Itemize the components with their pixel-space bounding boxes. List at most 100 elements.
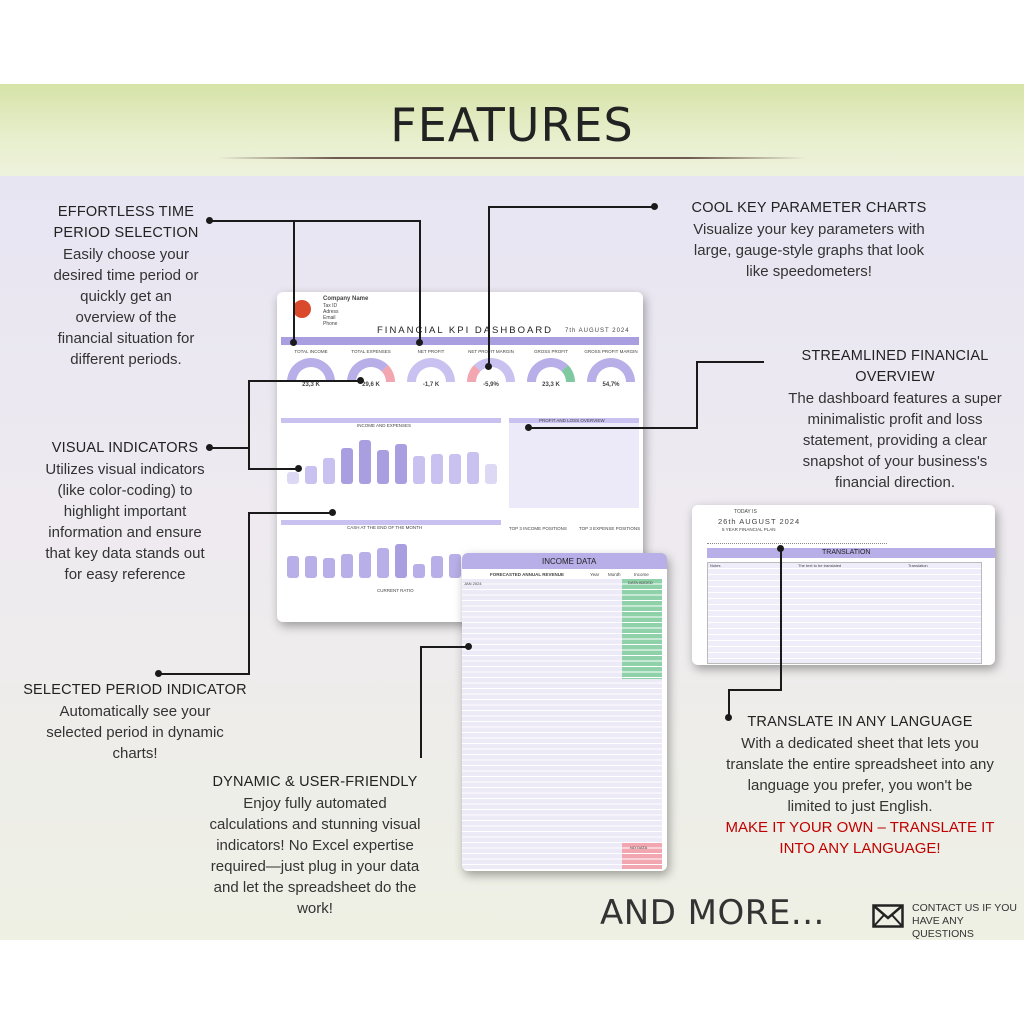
company-address: Adress [323,309,339,315]
connector-overview-2 [696,361,698,428]
feature-translate: TRANSLATE IN ANY LANGUAGE With a dedicat… [708,712,1012,859]
contact-line-2: HAVE ANY QUESTIONS [912,915,974,940]
feature-dynamic-line: required—just plug in your data [210,858,420,875]
income-data-screenshot: INCOME DATA FORECASTED ANNUAL REVENUE Ye… [462,553,667,871]
translation-title: TRANSLATION [822,549,871,556]
income-title: INCOME DATA [542,557,597,566]
feature-translate-highlight: MAKE IT YOUR OWN – TRANSLATE IT [725,819,995,836]
feature-overview-heading-2: OVERVIEW [855,369,935,385]
feature-time-line: Easily choose your [63,246,189,263]
feature-key-charts: COOL KEY PARAMETER CHARTS Visualize your… [664,198,954,282]
feature-time-heading-2: PERIOD SELECTION [53,225,199,241]
connector-dot-charts-a [651,203,658,210]
connector-dot-visual-c [295,465,302,472]
connector-visual-3 [248,380,360,382]
connector-selected-2 [248,512,250,675]
connector-translate-2 [728,689,782,691]
connector-overview-3 [528,427,698,429]
period-selector[interactable] [281,337,639,345]
top-income-title: TOP 3 INCOME POSITIONS [509,526,567,531]
feature-visual-line: information and ensure [48,524,202,541]
status-column-no-data [622,843,662,869]
status-column-added [622,579,662,679]
feature-dynamic-line: indicators! No Excel expertise [216,837,414,854]
connector-dot-selected-a [155,670,162,677]
cash-header-bar [281,520,501,525]
feature-time-line: financial situation for [57,330,195,347]
feature-overview-line: The dashboard features a super [788,390,1002,407]
feature-dynamic: DYNAMIC & USER-FRIENDLY Enjoy fully auto… [193,772,437,919]
dashboard-date: 7th AUGUST 2024 [565,328,630,334]
connector-dot-translate-b [725,714,732,721]
title-underline [218,157,806,159]
dashboard-title: FINANCIAL KPI DASHBOARD [377,325,554,336]
feature-selected-period: SELECTED PERIOD INDICATOR Automatically … [20,680,250,764]
feature-translate-line: limited to just English. [787,798,933,815]
contact-text[interactable]: CONTACT US IF YOU HAVE ANY QUESTIONS [912,902,1024,941]
connector-overview-1 [696,361,764,363]
gauge-net-profit-margin: NET PROFIT MARGIN -5,9% [467,349,515,388]
feature-selected-line: selected period in dynamic [46,724,224,741]
feature-visual-line: that key data stands out [45,545,205,562]
company-phone: Phone [323,321,338,327]
connector-dot-time-c [206,217,213,224]
connector-dot-selected-b [329,509,336,516]
kpi-row: TOTAL INCOME 23,3 K TOTAL EXPENSES 29,6 … [281,349,639,419]
today-label: TODAY IS [734,509,757,515]
col-month: Month [608,572,621,577]
feature-translate-heading: TRANSLATE IN ANY LANGUAGE [747,714,973,730]
connector-visual-1 [209,447,249,449]
feature-charts-heading: COOL KEY PARAMETER CHARTS [691,200,927,216]
gauge-total-income: TOTAL INCOME 23,3 K [283,349,339,388]
connector-dynamic-1 [420,646,422,758]
status-no-data: NO DATA [630,845,648,850]
feature-time-period: EFFORTLESS TIME PERIOD SELECTION Easily … [28,202,224,370]
top-expense-title: TOP 3 EXPENSE POSITIONS [579,526,641,531]
row-label-first: JAN 2024 [464,581,482,586]
profit-loss-table: PROFIT AND LOSS OVERVIEW [509,418,639,508]
feature-visual-line: (like color-coding) to [57,482,193,499]
envelope-icon[interactable] [872,904,904,933]
feature-time-line: overview of the [75,309,177,326]
ratio-title: CURRENT RATIO [377,588,414,593]
company-name: Company Name [323,296,369,302]
and-more-text: AND MORE... [600,893,825,933]
gauge-net-profit: NET PROFIT -1,7 K [403,349,459,388]
cash-title: CASH AT THE END OF THE MONTH [347,525,423,530]
connector-charts-2 [488,206,490,366]
feature-financial-overview: STREAMLINED FINANCIAL OVERVIEW The dashb… [764,346,1024,493]
feature-selected-line: charts! [112,745,158,762]
connector-time-4 [419,220,421,342]
feature-dynamic-line: calculations and stunning visual [209,816,421,833]
col-income: Income [634,572,649,577]
col-forecast: FORECASTED ANNUAL REVENUE [490,572,565,577]
connector-dot-charts-b [485,363,492,370]
connector-translate-1 [780,548,782,690]
connector-visual-2 [248,380,250,470]
connector-charts-1 [488,206,654,208]
plan-subtitle: 5 YEAR FINANCIAL PLAN [722,527,776,532]
feature-time-line: quickly get an [80,288,172,305]
feature-translate-line: With a dedicated sheet that lets you [741,735,979,752]
feature-dynamic-line: work! [297,900,333,917]
cash-chart [285,540,499,578]
feature-overview-line: minimalistic profit and loss [807,411,983,428]
translation-header-bar [707,548,995,558]
income-expenses-title: INCOME AND EXPENSES [357,423,412,428]
feature-dynamic-heading: DYNAMIC & USER-FRIENDLY [212,774,418,790]
income-expenses-header-bar [281,418,501,423]
feature-translate-highlight: INTO ANY LANGUAGE! [779,840,941,857]
header-band [0,84,1024,176]
feature-dynamic-line: Enjoy fully automated [243,795,387,812]
feature-translate-line: language you prefer, you won't be [747,777,973,794]
connector-dot-visual-b [357,377,364,384]
company-tax: Tax ID [323,303,338,309]
tab-row[interactable] [707,540,887,544]
feature-dynamic-line: and let the spreadsheet do the [213,879,417,896]
feature-visual-indicators: VISUAL INDICATORS Utilizes visual indica… [20,438,230,585]
gauge-total-expenses: TOTAL EXPENSES 29,6 K [343,349,399,388]
income-expenses-chart [285,434,499,484]
feature-translate-line: translate the entire spreadsheet into an… [726,756,994,773]
feature-selected-heading: SELECTED PERIOD INDICATOR [23,682,247,698]
connector-time-3 [293,220,420,222]
